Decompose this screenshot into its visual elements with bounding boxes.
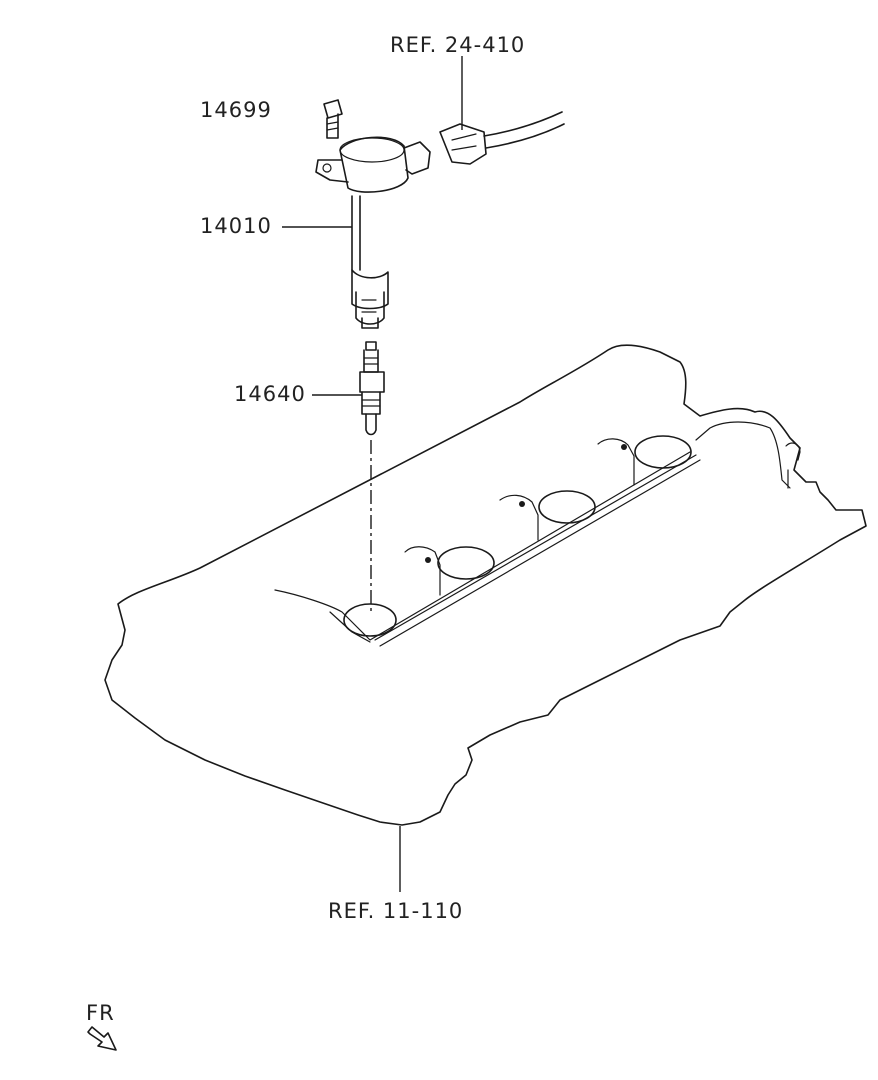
label-spark-plug: 14640: [234, 382, 306, 406]
coil-bolt: [323, 99, 343, 139]
rocker-cover: [104, 344, 867, 826]
spark-plug: [359, 341, 385, 436]
ignition-coil: [315, 136, 431, 329]
coil-connector: [439, 111, 565, 165]
label-ref-cover: REF. 11-110: [328, 899, 463, 923]
label-bolt: 14699: [200, 98, 272, 122]
direction-arrow-icon: [87, 1026, 117, 1051]
label-ref-harness: REF. 24-410: [390, 33, 525, 57]
direction-label: FR: [86, 1001, 115, 1025]
label-ignition-coil: 14010: [200, 214, 272, 238]
front-direction-indicator: FR: [86, 1001, 117, 1051]
